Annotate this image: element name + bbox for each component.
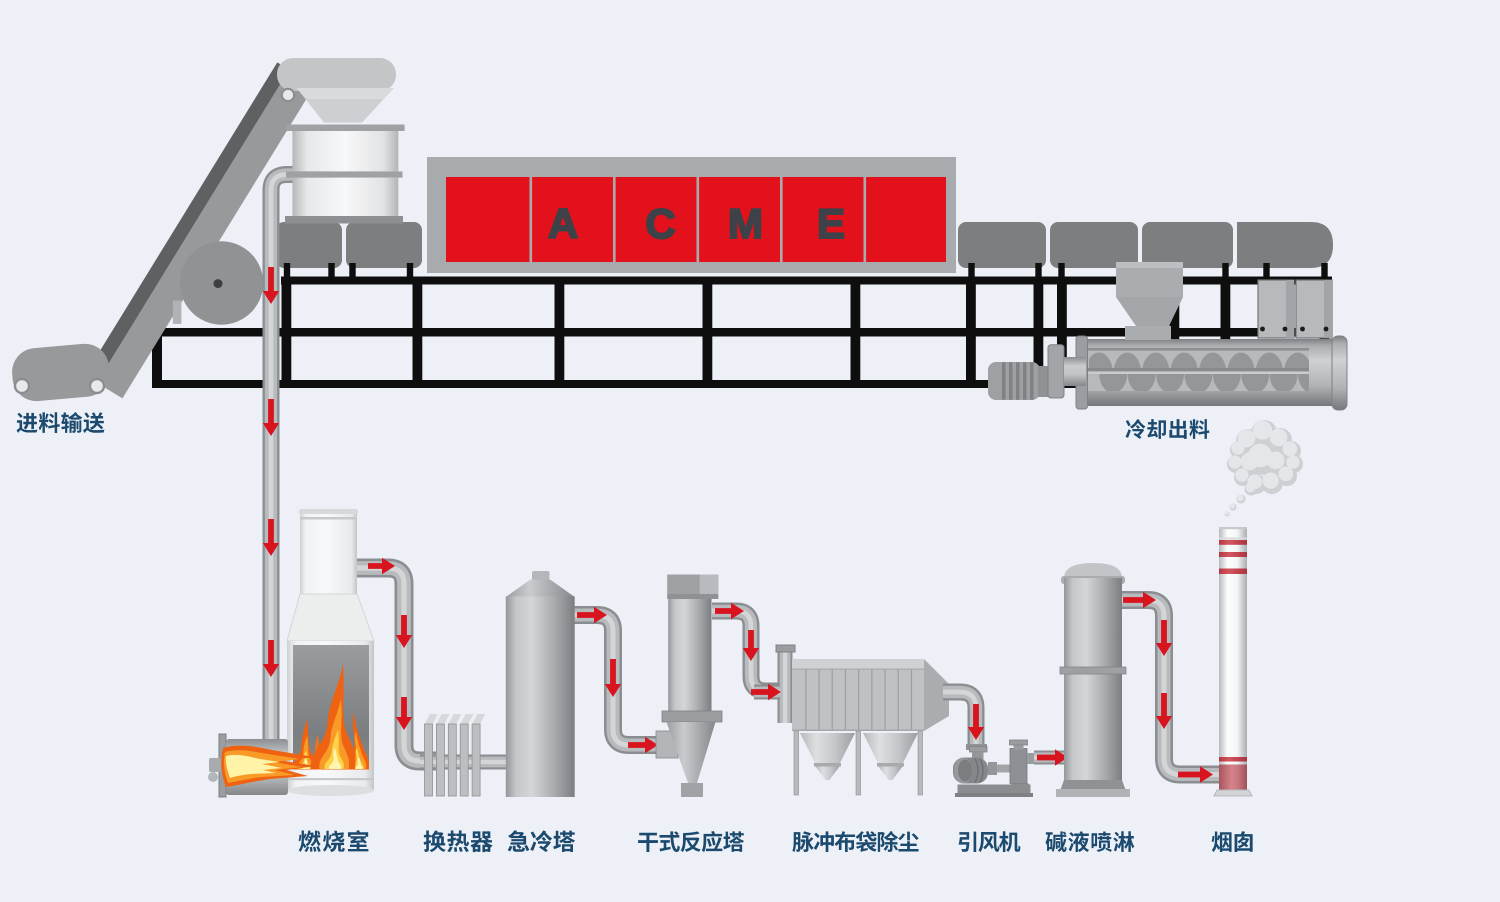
svg-text:E: E	[817, 200, 845, 247]
svg-text:C: C	[645, 200, 675, 247]
svg-text:M: M	[728, 200, 763, 247]
svg-text:A: A	[548, 200, 578, 247]
